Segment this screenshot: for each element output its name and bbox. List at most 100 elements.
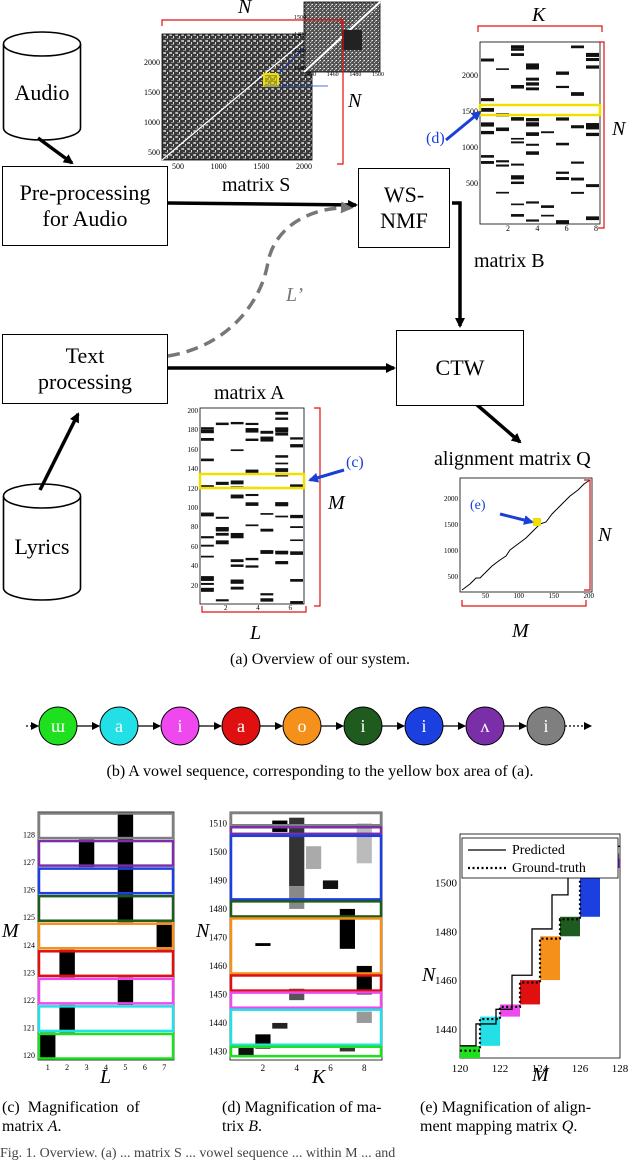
matrix-b-cell xyxy=(526,82,539,86)
b-xtick: 8 xyxy=(593,224,598,233)
matrix-a-cell xyxy=(260,436,274,439)
matrix-b-cell xyxy=(541,131,554,134)
s-inset-xtick: 1500 xyxy=(371,72,384,78)
a-var-l: L xyxy=(250,622,262,644)
mag-b-cell xyxy=(322,880,339,889)
mag-a-ytick: 128 xyxy=(23,831,35,840)
mag-a-ytick: 121 xyxy=(23,1023,35,1032)
a-ytick: 80 xyxy=(191,523,198,532)
matrix-b-cell xyxy=(526,201,539,204)
q-xtick: 200 xyxy=(583,592,595,600)
a-yticks: 200 180 160 140 120 100 80 60 40 20 xyxy=(176,402,199,596)
mag-a-cell xyxy=(78,839,95,868)
mag-q-ytick: 1500 xyxy=(435,878,458,890)
matrix-a-cell xyxy=(290,526,303,529)
matrix-a-cell xyxy=(230,494,244,499)
matrix-b-cell xyxy=(571,45,584,49)
matrix-a-cell xyxy=(201,427,214,430)
mag-q-xtick: 128 xyxy=(612,1063,629,1075)
mag-b-ytick: 1440 xyxy=(209,1018,228,1028)
mag-b-cell xyxy=(238,1045,254,1058)
caption-e-end: . xyxy=(573,1118,578,1136)
text-processing-box: Text processing xyxy=(2,334,168,404)
mag-b-ytick: 1450 xyxy=(209,989,228,999)
caption-c-line2: matrix A. xyxy=(2,1117,184,1136)
q-xtick: 50 xyxy=(482,592,489,600)
matrix-b-cell xyxy=(556,71,569,75)
a-ytick: 20 xyxy=(191,581,198,590)
q-ytick: 1000 xyxy=(444,547,458,555)
mag-a-ytick: 123 xyxy=(23,968,35,977)
mag-q-xtick: 122 xyxy=(492,1063,509,1075)
a-ytick: 180 xyxy=(187,426,199,435)
matrix-a-cell xyxy=(260,437,274,442)
matrix-a-cell xyxy=(245,438,259,441)
mag-a-ylabel: M xyxy=(2,920,19,942)
matrix-a-cell xyxy=(260,598,274,602)
mag-a-xtick: 7 xyxy=(162,1063,166,1072)
a-ytick: 60 xyxy=(191,542,198,551)
matrix-a-cell xyxy=(275,455,289,458)
matrix-a-cell xyxy=(201,576,214,579)
matrix-b-cell xyxy=(586,132,599,137)
mag-b-xtick: 4 xyxy=(294,1063,299,1073)
matrix-b-cell xyxy=(586,123,599,127)
b-xtick: 6 xyxy=(564,224,569,233)
mag-q-ytick: 1440 xyxy=(435,1024,458,1036)
matrix-s-plot xyxy=(161,22,329,161)
mag-b-ytick: 1500 xyxy=(209,847,228,857)
caption-c-end: . xyxy=(57,1118,62,1136)
matrix-b-cell xyxy=(496,68,509,70)
mag-q-block xyxy=(460,1045,480,1058)
matrix-a-cell xyxy=(290,514,303,519)
matrix-b-cell xyxy=(496,191,509,194)
mag-b-band xyxy=(229,1008,383,1046)
q-xtick: 150 xyxy=(548,592,560,600)
matrix-a-cell xyxy=(290,601,303,604)
mag-a-cell xyxy=(117,812,134,840)
matrix-a-cell xyxy=(230,559,244,563)
alignment-path xyxy=(461,479,591,591)
matrix-b-cell xyxy=(571,177,584,181)
matrix-b-cell xyxy=(571,191,584,194)
vowel-label: i xyxy=(421,716,426,736)
matrix-a-cell xyxy=(215,540,229,545)
matrix-a-cell xyxy=(230,421,244,425)
matrix-a-cell xyxy=(201,582,214,585)
matrix-a-cell xyxy=(260,528,274,532)
s-xtick: 1000 xyxy=(210,162,227,171)
mag-b-cell xyxy=(289,988,305,1001)
matrix-a-cell xyxy=(230,586,244,590)
caption-d-line1: (d) Magnification of ma- xyxy=(222,1099,382,1116)
b-xtick: 2 xyxy=(506,224,510,233)
matrix-b-cell xyxy=(571,161,584,164)
mag-a-row-box xyxy=(37,977,175,1005)
matrix-b-cell xyxy=(556,86,569,89)
matrix-b-cell xyxy=(586,216,599,221)
caption-d-line2: trix B. xyxy=(222,1117,418,1136)
annotation-d: (d) xyxy=(426,130,445,147)
matrix-s-inset xyxy=(303,1,381,73)
mag-a-xtick: 2 xyxy=(65,1063,69,1072)
preprocess-line1: Pre-processing xyxy=(19,180,151,206)
mag-a-row-box xyxy=(37,950,175,978)
mag-b-band xyxy=(229,974,383,992)
figure-footer: Fig. 1. Overview. (a) ... matrix S ... v… xyxy=(0,1146,396,1161)
mag-q-block xyxy=(520,980,540,1005)
matrix-a-bars xyxy=(201,411,303,604)
matrix-a-cell xyxy=(230,480,244,485)
matrix-a-cell xyxy=(275,417,289,420)
matrix-b-cell xyxy=(481,107,494,112)
mag-a-row-box xyxy=(37,894,175,922)
q-var-m: M xyxy=(512,620,529,642)
q-xticks: 50 100 150 200 xyxy=(482,592,594,600)
s-yticks-labels: 2000 1500 1000 500 xyxy=(140,48,160,168)
s-brackets xyxy=(161,19,344,165)
mag-b-cell xyxy=(356,1011,372,1023)
a-var-m: M xyxy=(328,492,345,514)
matrix-b-plot xyxy=(478,41,602,225)
mag-a-ytick: 124 xyxy=(23,941,35,950)
matrix-b-cell xyxy=(481,161,494,164)
s-ytick: 2000 xyxy=(144,58,160,67)
